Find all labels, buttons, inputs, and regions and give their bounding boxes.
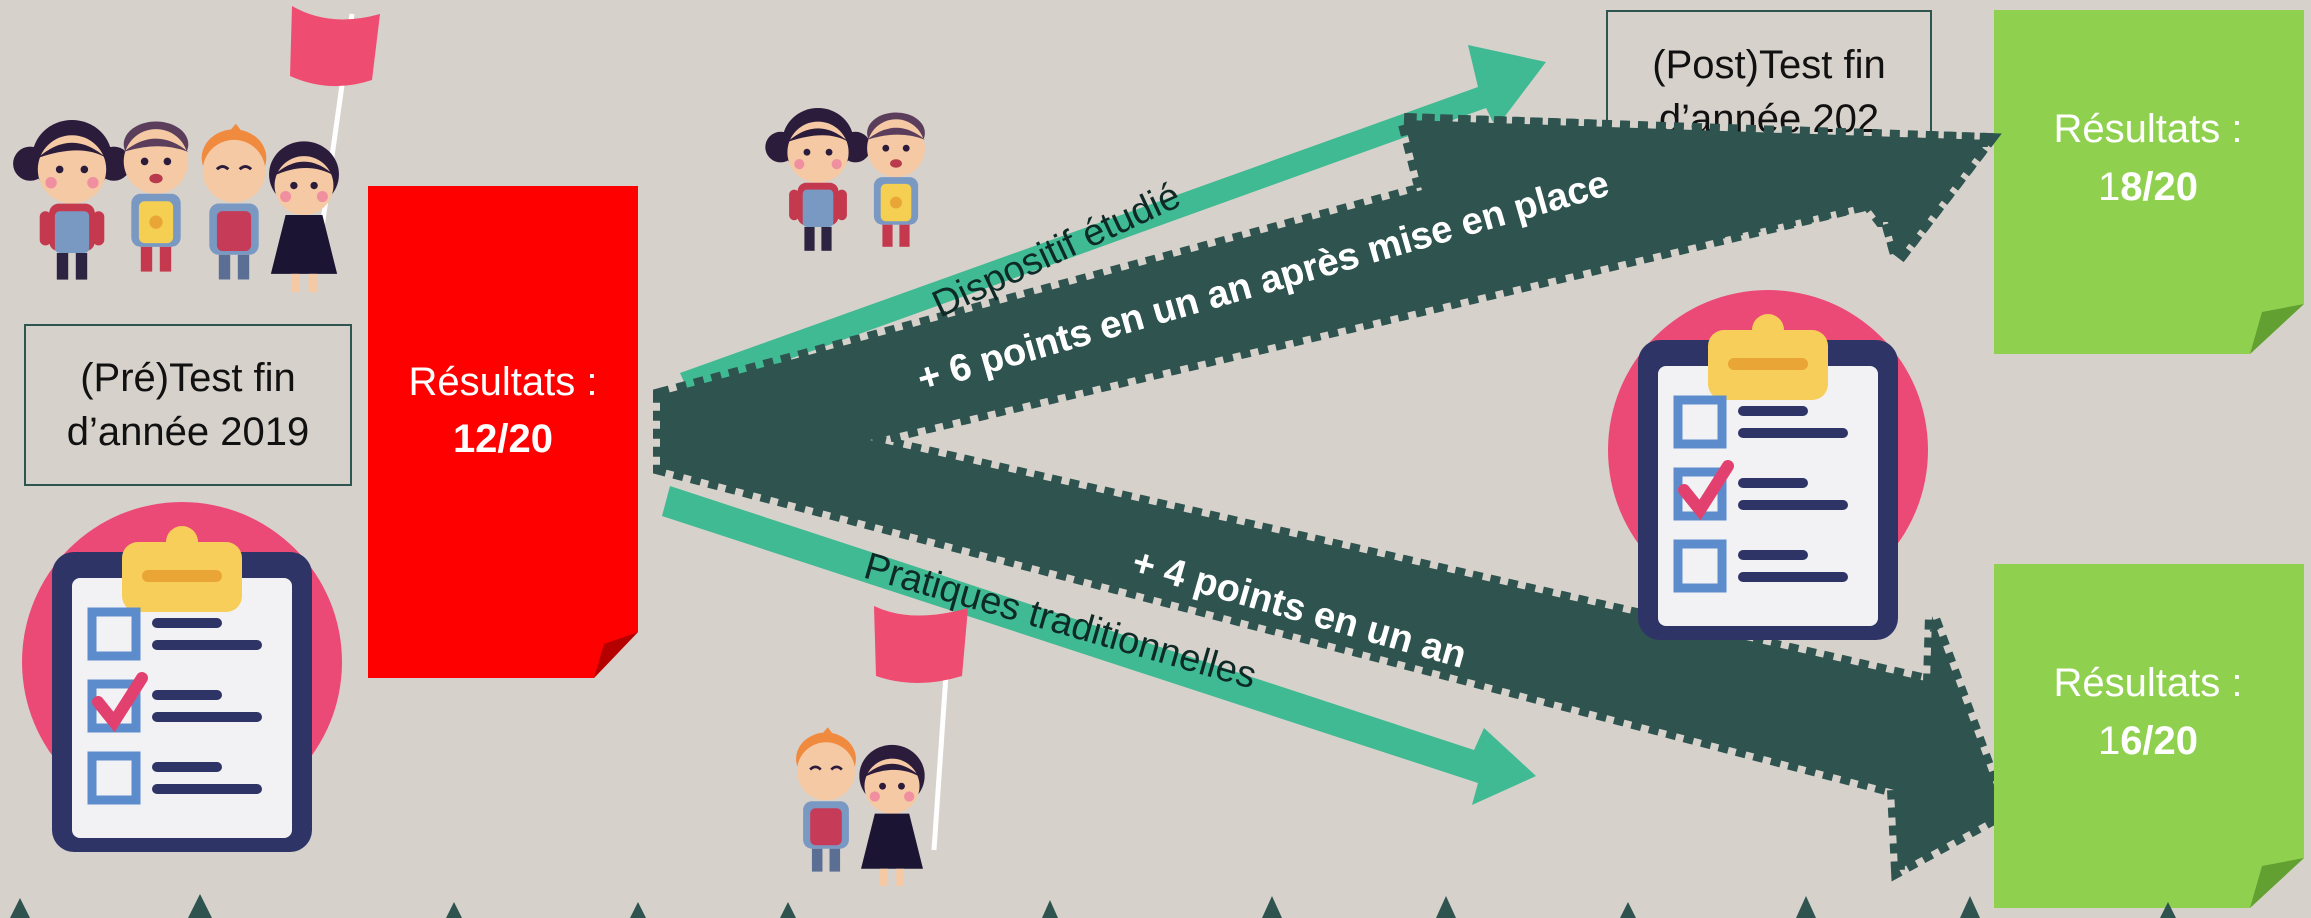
pretest-line1: (Pré)Test fin bbox=[80, 356, 296, 400]
posttest-line1: (Post)Test fin bbox=[1652, 43, 1886, 87]
initial-result-value: 12/20 bbox=[453, 417, 553, 461]
traditional-result-label: Résultats : bbox=[2054, 661, 2243, 705]
flag-icon bbox=[290, 6, 380, 87]
studied-result-label: Résultats : bbox=[2054, 107, 2243, 151]
traditional-result-value: 16/20 bbox=[2098, 719, 2198, 763]
pretest-label-box: (Pré)Test fin d’année 2019 bbox=[24, 324, 352, 486]
kids-group-icon bbox=[13, 6, 380, 293]
kids-pair-icon bbox=[765, 108, 925, 251]
traditional-teal-arrow bbox=[662, 486, 1536, 805]
kids-pair-flag-icon bbox=[794, 606, 968, 886]
initial-result-label: Résultats : bbox=[409, 360, 598, 404]
posttest-label-box: (Post)Test fin d’année 202 bbox=[1606, 10, 1932, 174]
pretest-clipboard-icon bbox=[22, 502, 342, 852]
traditional-result-note: Résultats : 16/20 bbox=[1994, 564, 2304, 908]
studied-result-value: 18/20 bbox=[2098, 165, 2198, 209]
studied-result-note: Résultats : 18/20 bbox=[1994, 10, 2304, 354]
pretest-line2: d’année 2019 bbox=[66, 410, 310, 454]
initial-result-note: Résultats : 12/20 bbox=[368, 186, 638, 678]
posttest-clipboard-icon bbox=[1608, 290, 1928, 640]
tree-silhouette-icon bbox=[10, 894, 2176, 918]
posttest-line2: d’année 202 bbox=[1658, 97, 1880, 141]
studied-teal-arrow bbox=[680, 45, 1546, 395]
